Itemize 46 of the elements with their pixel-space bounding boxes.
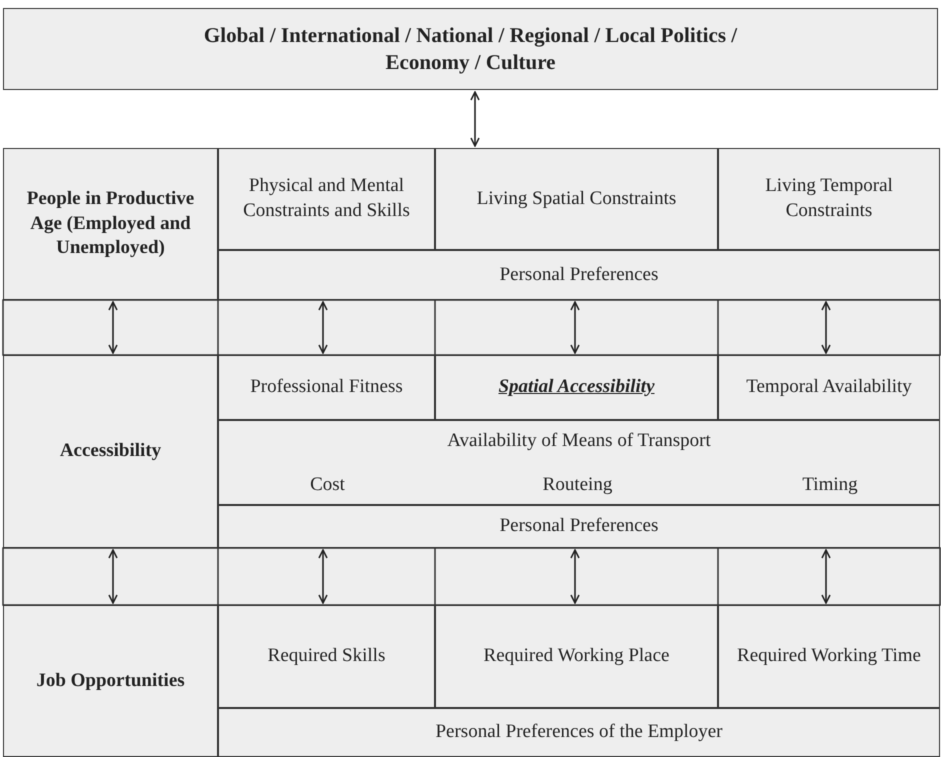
table-cell <box>218 355 435 420</box>
cell-text: Cost <box>309 473 346 498</box>
cell-text: Temporal Availability <box>745 375 913 400</box>
double-arrow <box>318 301 328 354</box>
cell-text: Personal Preferences <box>498 514 660 538</box>
double-arrow <box>570 301 580 354</box>
table-cell <box>218 250 940 300</box>
cell-text: Accessibility <box>58 439 162 464</box>
cell-text: People in Productive Age (Employed and Unemployed) <box>26 186 196 260</box>
double-arrow <box>821 549 831 604</box>
double-arrow <box>108 549 118 604</box>
cell-text: Physical and Mental Constraints and Skills <box>242 174 411 223</box>
double-arrow <box>318 549 328 604</box>
table-cell <box>435 605 718 708</box>
table-cell <box>218 148 435 250</box>
cell-text: Professional Fitness <box>249 375 404 400</box>
cell-text: Living Temporal Constraints <box>764 174 894 223</box>
cell-text: Availability of Means of Transport <box>446 429 712 453</box>
cell-text: Personal Preferences <box>498 262 660 287</box>
cell-text: Personal Preferences of the Employer <box>434 720 724 744</box>
table-cell <box>718 605 940 708</box>
cell-text: Living Spatial Constraints <box>476 186 678 211</box>
row-heading-cell <box>3 148 218 300</box>
heading-text: Global / International / National / Regional / Local Politics / Economy / Culture <box>202 22 738 76</box>
table-cell <box>218 505 940 548</box>
cell-text: Spatial Accessibility <box>497 375 656 400</box>
table-cell <box>218 420 940 505</box>
double-arrow <box>570 549 580 604</box>
row-heading-cell <box>3 355 218 548</box>
cell-text: Routeing <box>542 473 614 498</box>
table-cell <box>718 355 940 420</box>
cell-text: Timing <box>801 473 859 498</box>
table-cell <box>718 148 940 250</box>
double-arrow <box>470 91 480 147</box>
table-cell <box>435 355 718 420</box>
double-arrow <box>821 301 831 354</box>
double-arrow <box>108 301 118 354</box>
cell-text: Job Opportunities <box>35 668 186 693</box>
table-cell <box>218 605 435 708</box>
context-box <box>3 8 938 90</box>
table-cell <box>435 148 718 250</box>
cell-text: Required Skills <box>266 644 386 668</box>
row-heading-cell <box>3 605 218 757</box>
cell-text: Required Working Time <box>736 644 922 668</box>
cell-text: Required Working Place <box>482 644 670 668</box>
table-cell <box>218 708 940 757</box>
